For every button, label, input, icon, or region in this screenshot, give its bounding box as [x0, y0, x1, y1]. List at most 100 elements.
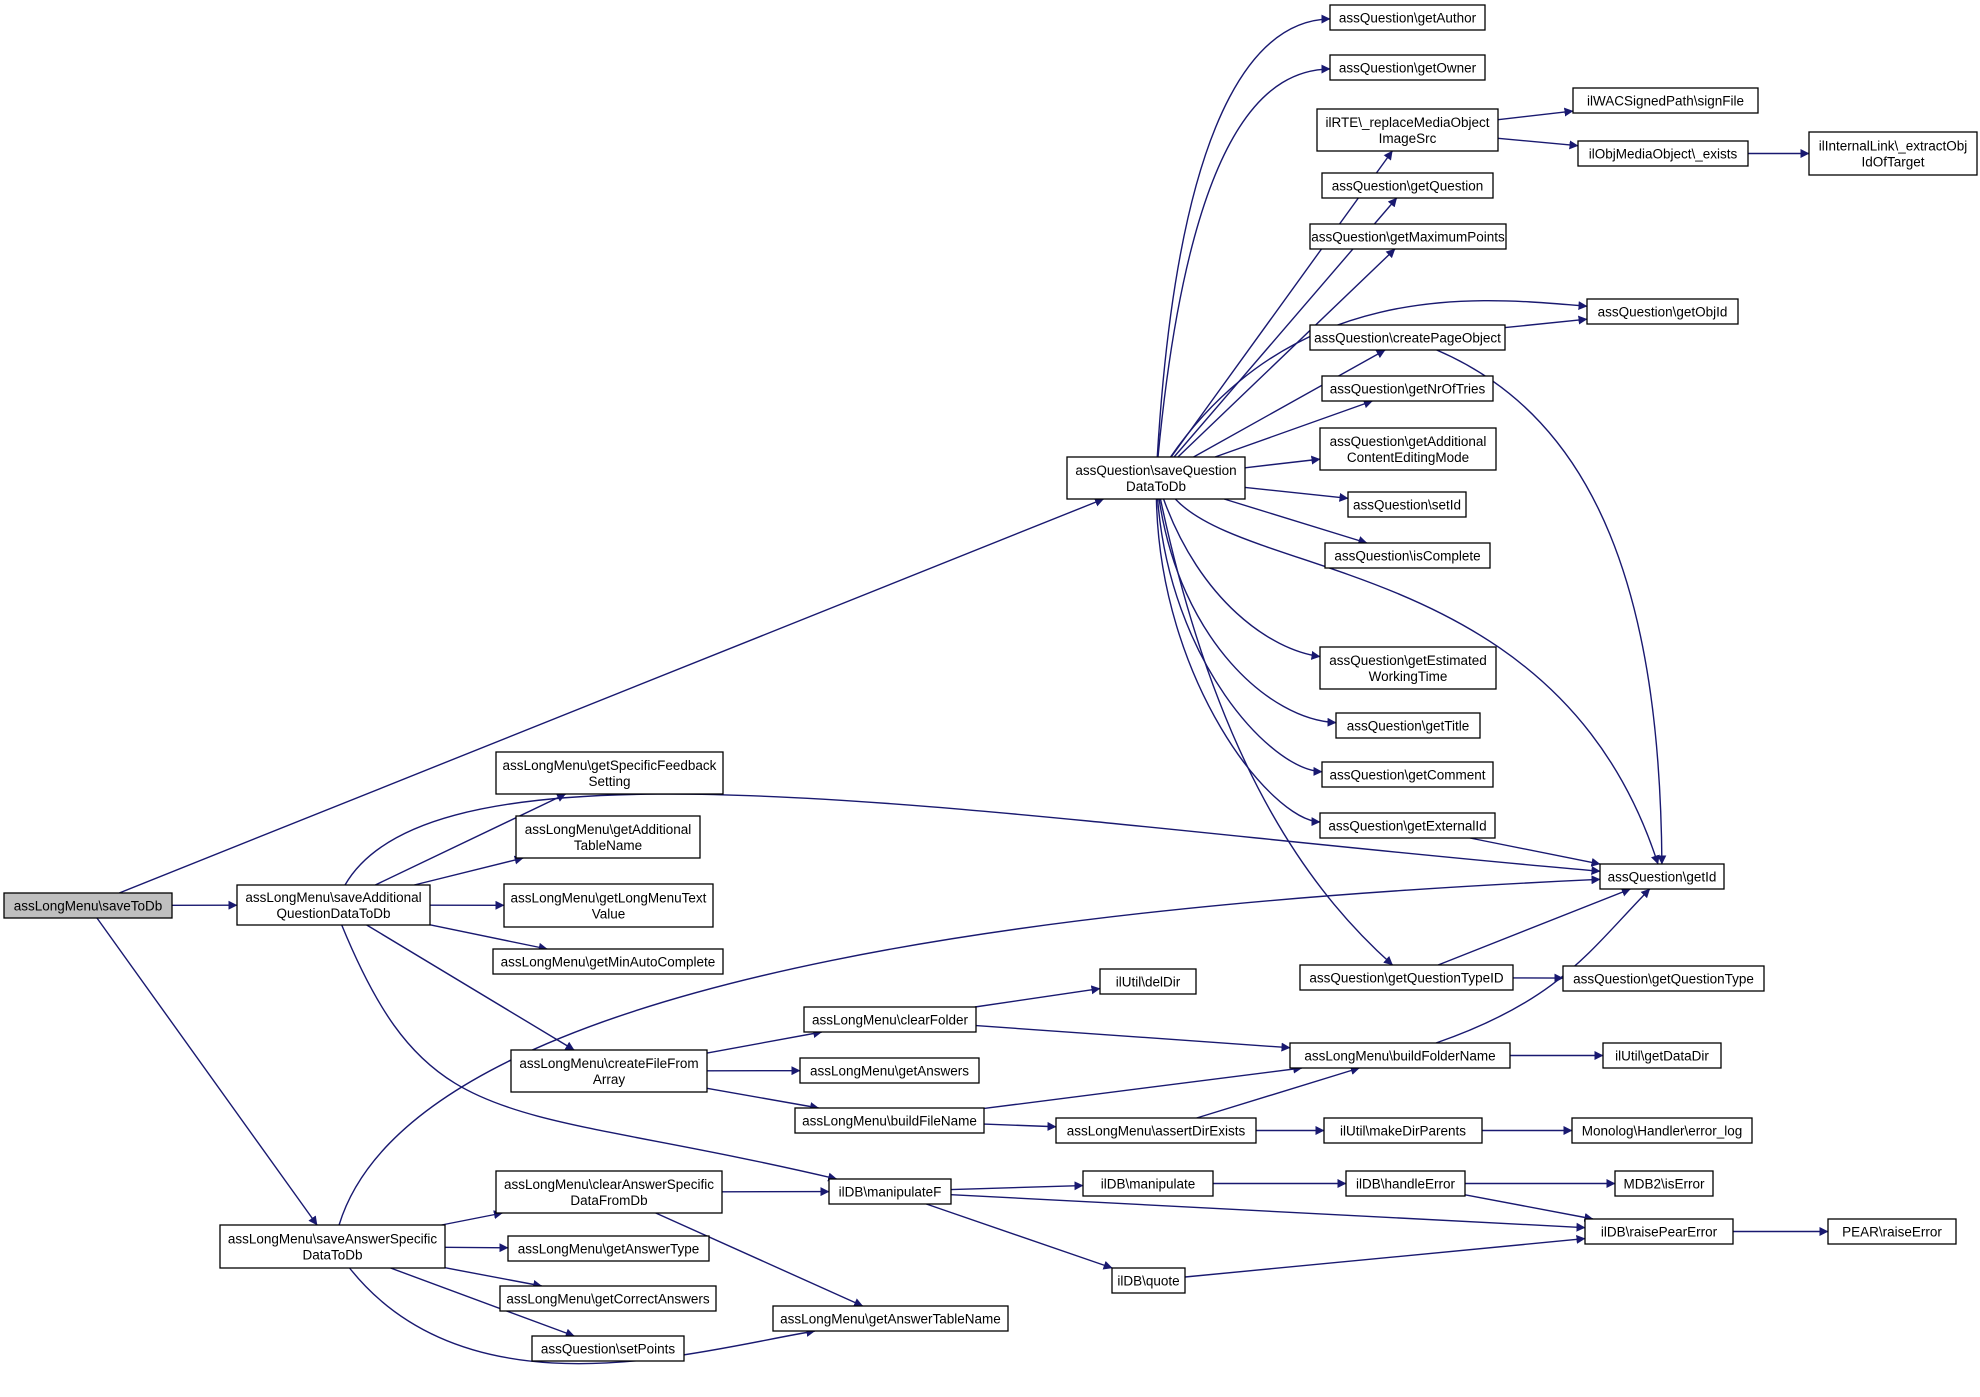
- node-isError[interactable]: MDB2\isError: [1614, 1170, 1714, 1197]
- node-label: ilInternalLink\_extractObj: [1819, 139, 1968, 154]
- node-box: [1572, 87, 1759, 114]
- node-label: assQuestion\getEstimated: [1329, 653, 1487, 668]
- node-manipulate[interactable]: ilDB\manipulate: [1082, 1170, 1214, 1197]
- node-getTitle[interactable]: assQuestion\getTitle: [1335, 712, 1481, 739]
- node-getMinAutoComplete[interactable]: assLongMenu\getMinAutoComplete: [492, 948, 724, 975]
- node-getComment[interactable]: assQuestion\getComment: [1321, 761, 1494, 788]
- node-handleError[interactable]: ilDB\handleError: [1345, 1170, 1466, 1197]
- edge-handleError-to-raisePearError: [1464, 1194, 1594, 1222]
- node-makeDirParents[interactable]: ilUtil\makeDirParents: [1323, 1117, 1483, 1144]
- node-label: assLongMenu\getAnswerType: [518, 1242, 700, 1257]
- edge-replaceMedia-to-exists: [1497, 137, 1579, 150]
- node-label: ilUtil\delDir: [1116, 975, 1181, 990]
- node-setPoints[interactable]: assQuestion\setPoints: [531, 1335, 685, 1362]
- node-box: [772, 1305, 1009, 1332]
- edge-manipulateF-to-manipulate: [950, 1181, 1084, 1191]
- edge-saveQuestionDataToDb-to-getEstimated: [1162, 498, 1321, 660]
- node-box: [1614, 1170, 1714, 1197]
- node-createPageObject[interactable]: assQuestion\createPageObject: [1309, 324, 1506, 351]
- node-label: assLongMenu\getLongMenuText: [511, 891, 707, 906]
- node-getObjId[interactable]: assQuestion\getObjId: [1586, 298, 1739, 325]
- node-box: [828, 1178, 952, 1205]
- node-getNrOfTries[interactable]: assQuestion\getNrOfTries: [1321, 375, 1494, 402]
- node-label: assLongMenu\getSpecificFeedback: [503, 758, 717, 773]
- edge-manipulateF-to-raisePearError: [950, 1193, 1586, 1232]
- node-label: assQuestion\getAuthor: [1339, 11, 1477, 26]
- node-label: DataFromDb: [570, 1193, 647, 1208]
- node-label: ilDB\manipulate: [1101, 1177, 1196, 1192]
- edge-saveToDb-to-saveAnswerSpecific: [96, 917, 318, 1226]
- edge-quote-to-raisePearError: [1184, 1234, 1586, 1278]
- node-getDataDir[interactable]: ilUtil\getDataDir: [1602, 1042, 1722, 1069]
- node-assertDirExists[interactable]: assLongMenu\assertDirExists: [1055, 1117, 1257, 1144]
- edges-layer: [96, 14, 1829, 1365]
- node-getAnswerType[interactable]: assLongMenu\getAnswerType: [507, 1235, 710, 1262]
- node-label: assQuestion\getOwner: [1339, 61, 1477, 76]
- node-box: [495, 751, 724, 795]
- edge-saveQuestionDataToDb-to-getExternalId: [1155, 498, 1321, 827]
- node-box: [1055, 1117, 1257, 1144]
- node-getAnswers[interactable]: assLongMenu\getAnswers: [799, 1057, 980, 1084]
- edge-saveAnswerSpecific-to-getAnswerTableName: [348, 1267, 816, 1365]
- node-box: [1316, 108, 1499, 152]
- node-getAnswerTableName[interactable]: assLongMenu\getAnswerTableName: [772, 1305, 1009, 1332]
- edge-createFileFromArray-to-clearFolder: [706, 1029, 823, 1054]
- node-label: assQuestion\setPoints: [541, 1342, 676, 1357]
- node-clearAnswerSpecific[interactable]: assLongMenu\clearAnswerSpecificDataFromD…: [495, 1170, 723, 1214]
- node-getQuestionType[interactable]: assQuestion\getQuestionType: [1562, 965, 1765, 992]
- node-buildFolderName[interactable]: assLongMenu\buildFolderName: [1289, 1042, 1511, 1069]
- node-isComplete[interactable]: assQuestion\isComplete: [1324, 542, 1491, 569]
- node-quote[interactable]: ilDB\quote: [1111, 1267, 1186, 1294]
- node-label: DataToDb: [1126, 479, 1186, 494]
- node-getOwner[interactable]: assQuestion\getOwner: [1329, 54, 1486, 81]
- node-label: ilDB\quote: [1117, 1274, 1179, 1289]
- node-exists[interactable]: ilObjMediaObject\_exists: [1577, 140, 1749, 167]
- edge-saveAdditional-to-getAdditionalTableName: [414, 855, 524, 886]
- edge-saveQuestionDataToDb-to-setId: [1244, 486, 1349, 502]
- edge-saveQuestionDataToDb-to-isComplete: [1223, 498, 1368, 545]
- node-getAuthor[interactable]: assQuestion\getAuthor: [1329, 4, 1486, 31]
- node-label: assLongMenu\buildFileName: [802, 1114, 977, 1129]
- node-box: [1562, 965, 1765, 992]
- node-getQuestionTypeID[interactable]: assQuestion\getQuestionTypeID: [1299, 964, 1514, 991]
- node-label: ilDB\raisePearError: [1601, 1225, 1718, 1240]
- node-raisePearError[interactable]: ilDB\raisePearError: [1584, 1218, 1734, 1245]
- node-clearFolder[interactable]: assLongMenu\clearFolder: [803, 1006, 977, 1033]
- node-getQuestion[interactable]: assQuestion\getQuestion: [1321, 172, 1494, 199]
- node-delDir[interactable]: ilUtil\delDir: [1099, 968, 1197, 995]
- edge-saveQuestionDataToDb-to-getObjId: [1169, 299, 1588, 458]
- node-getExternalId[interactable]: assQuestion\getExternalId: [1319, 812, 1496, 839]
- edge-saveAnswerSpecific-to-setPoints: [390, 1267, 575, 1338]
- node-box: [1099, 968, 1197, 995]
- node-raiseError[interactable]: PEAR\raiseError: [1827, 1218, 1957, 1245]
- node-manipulateF[interactable]: ilDB\manipulateF: [828, 1178, 952, 1205]
- node-getMaximumPoints[interactable]: assQuestion\getMaximumPoints: [1309, 223, 1507, 250]
- edge-getExternalId-to-getId: [1469, 837, 1601, 867]
- node-box: [1323, 1117, 1483, 1144]
- node-buildFileName[interactable]: assLongMenu\buildFileName: [794, 1107, 985, 1134]
- edge-buildFileName-to-assertDirExists: [983, 1121, 1057, 1131]
- node-label: assQuestion\saveQuestion: [1075, 463, 1236, 478]
- node-getAdditionalContent[interactable]: assQuestion\getAdditionalContentEditingM…: [1319, 427, 1497, 471]
- edge-saveAdditional-to-manipulateF: [341, 924, 838, 1182]
- node-box: [1347, 491, 1467, 518]
- node-errorLog[interactable]: Monolog\Handler\error_log: [1571, 1117, 1753, 1144]
- node-getId[interactable]: assQuestion\getId: [1599, 863, 1725, 890]
- node-label: assLongMenu\getCorrectAnswers: [506, 1292, 710, 1307]
- node-signFile[interactable]: ilWACSignedPath\signFile: [1572, 87, 1759, 114]
- node-saveAdditional[interactable]: assLongMenu\saveAdditionalQuestionDataTo…: [236, 884, 431, 926]
- node-getCorrectAnswers[interactable]: assLongMenu\getCorrectAnswers: [499, 1285, 717, 1312]
- node-box: [1324, 542, 1491, 569]
- node-setId[interactable]: assQuestion\setId: [1347, 491, 1467, 518]
- nodes-layer: assLongMenu\saveToDb assLongMenu\saveAddi…: [3, 4, 1978, 1362]
- node-saveToDb[interactable]: assLongMenu\saveToDb: [3, 892, 173, 919]
